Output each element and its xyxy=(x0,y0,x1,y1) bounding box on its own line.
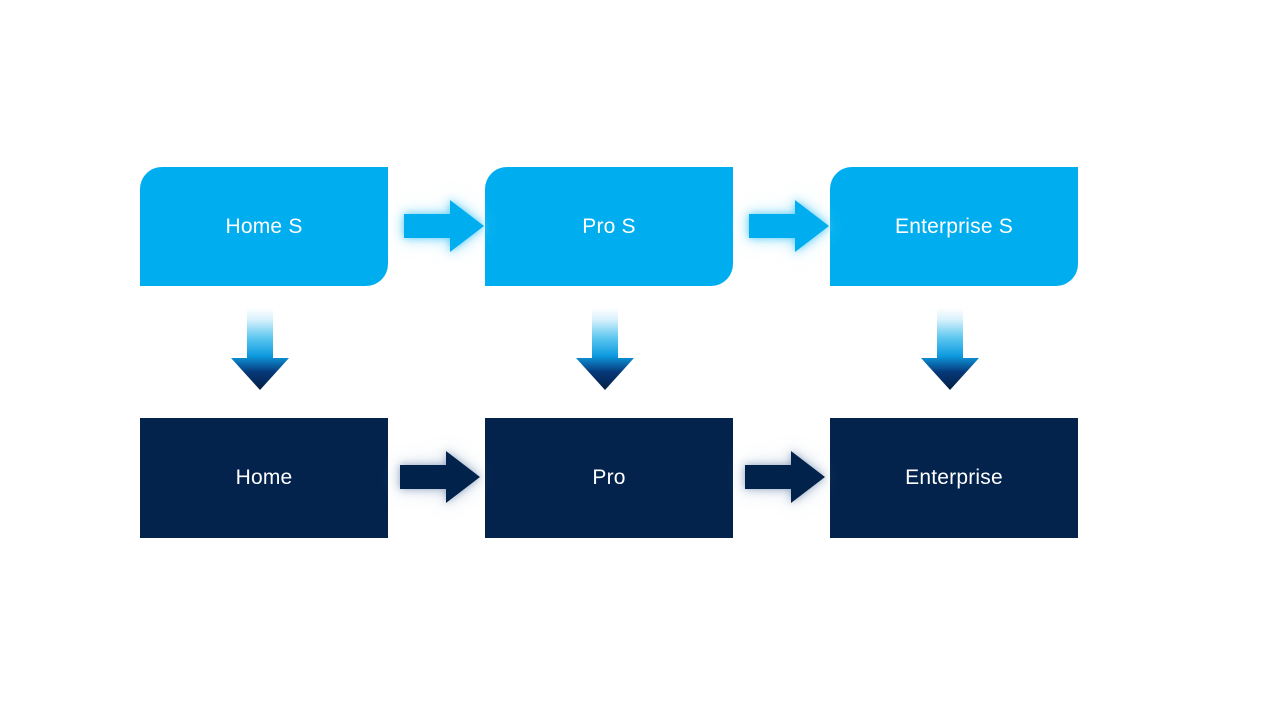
node-label: Home S xyxy=(225,214,303,238)
node-home-product[interactable]: Home xyxy=(140,418,388,538)
arrow-home-service-to-pro-service-icon xyxy=(404,198,484,254)
arrow-pro-service-to-enterprise-service-icon xyxy=(749,198,829,254)
node-label: Pro xyxy=(592,466,626,490)
arrow-home-service-to-home-icon xyxy=(229,308,291,390)
node-label: Enterprise xyxy=(905,466,1003,490)
arrow-pro-service-to-pro-icon xyxy=(574,308,636,390)
node-label: Home xyxy=(235,466,293,490)
arrow-home-to-pro-icon xyxy=(400,449,480,505)
node-enterprise-product[interactable]: Enterprise xyxy=(830,418,1078,538)
node-enterprise-service[interactable]: Enterprise S xyxy=(830,167,1078,286)
node-pro-product[interactable]: Pro xyxy=(485,418,733,538)
arrow-pro-to-enterprise-icon xyxy=(745,449,825,505)
node-label: Pro S xyxy=(582,214,636,238)
node-label: Enterprise S xyxy=(895,214,1013,238)
node-pro-service[interactable]: Pro S xyxy=(485,167,733,286)
node-home-service[interactable]: Home S xyxy=(140,167,388,286)
arrow-enterprise-service-to-enterprise-icon xyxy=(919,308,981,390)
